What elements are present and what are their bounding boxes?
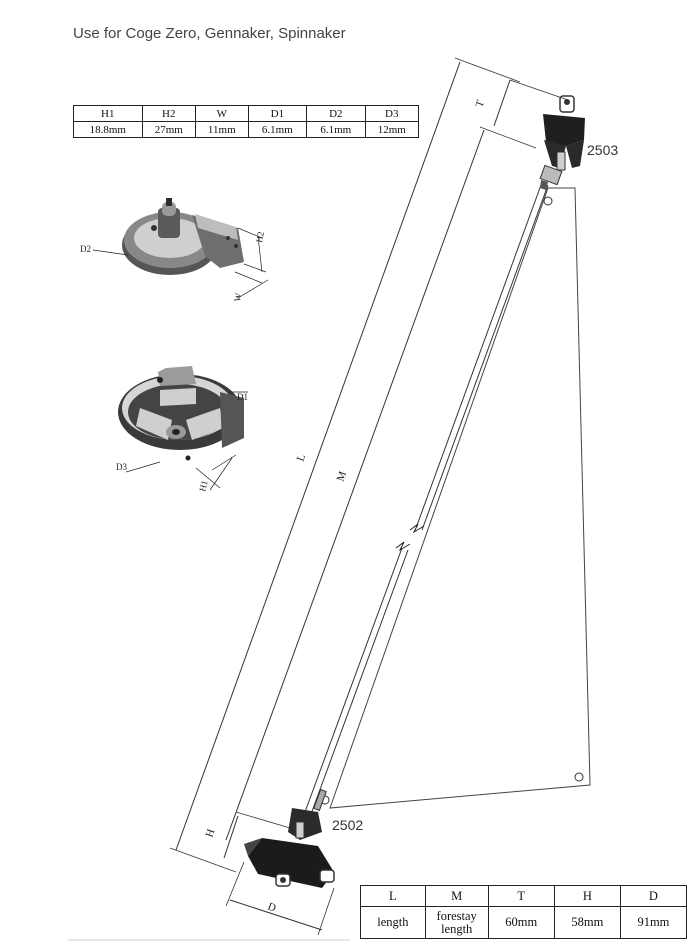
header-l: L [360, 885, 426, 907]
top-spec-table: H1 H2 W D1 D2 D3 18.8mm 27mm 11mm 6.1mm … [73, 105, 420, 138]
bottom-furler [244, 788, 335, 888]
w-label: W [232, 292, 243, 303]
clew-grommet [574, 772, 584, 782]
page-title: Use for Coge Zero, Gennaker, Spinnaker [73, 25, 346, 42]
d1-label: D1 [237, 392, 248, 402]
forestay-lower-right [310, 549, 409, 815]
dimension-t-line [493, 79, 511, 127]
furler-top-view [122, 198, 244, 275]
h1-label: H1 [197, 479, 210, 492]
d3-label: D3 [116, 462, 127, 472]
value-d3: 12mm [364, 121, 420, 138]
d2-label: D2 [80, 244, 91, 254]
top-swivel [539, 95, 585, 190]
furler-bottom-view [118, 366, 244, 461]
dimension-m-label: M [335, 470, 350, 484]
part-top-label: 2503 [587, 142, 618, 158]
dimension-m-line [225, 129, 485, 841]
bottom-spec-table: L M T H D length forestay length 60mm 58… [360, 885, 688, 939]
header-d2: D2 [306, 105, 366, 122]
dimension-h-label: H [204, 827, 218, 839]
forestay-upper-left [415, 184, 542, 529]
dimension-d-label: D [266, 901, 278, 915]
dimension-h-line [223, 815, 239, 859]
value-t: 60mm [487, 906, 555, 939]
sail-outline [329, 187, 591, 809]
header-h2: H2 [141, 105, 196, 122]
forestay-lower-left [304, 547, 403, 813]
value-l: length [360, 906, 426, 939]
value-m: forestay length [424, 906, 489, 939]
header-d: D [619, 885, 688, 907]
head-grommet [543, 196, 553, 206]
value-h: 58mm [553, 906, 621, 939]
header-h: H [553, 885, 621, 907]
break-mark-upper [409, 523, 425, 534]
forestay-upper-right [421, 184, 549, 531]
dimension-l-label: L [295, 452, 309, 463]
h2-label: H2 [254, 231, 266, 244]
header-t: T [487, 885, 555, 907]
value-d1: 6.1mm [247, 121, 308, 138]
break-mark-lower [395, 541, 411, 552]
value-w: 11mm [194, 121, 249, 138]
dimension-t-label: T [474, 98, 488, 109]
dimension-l-line [175, 61, 461, 851]
dimension-d-line [229, 899, 323, 931]
value-h2: 27mm [141, 121, 196, 138]
value-d: 91mm [619, 906, 688, 939]
header-m: M [424, 885, 489, 907]
part-bottom-label: 2502 [332, 817, 363, 833]
